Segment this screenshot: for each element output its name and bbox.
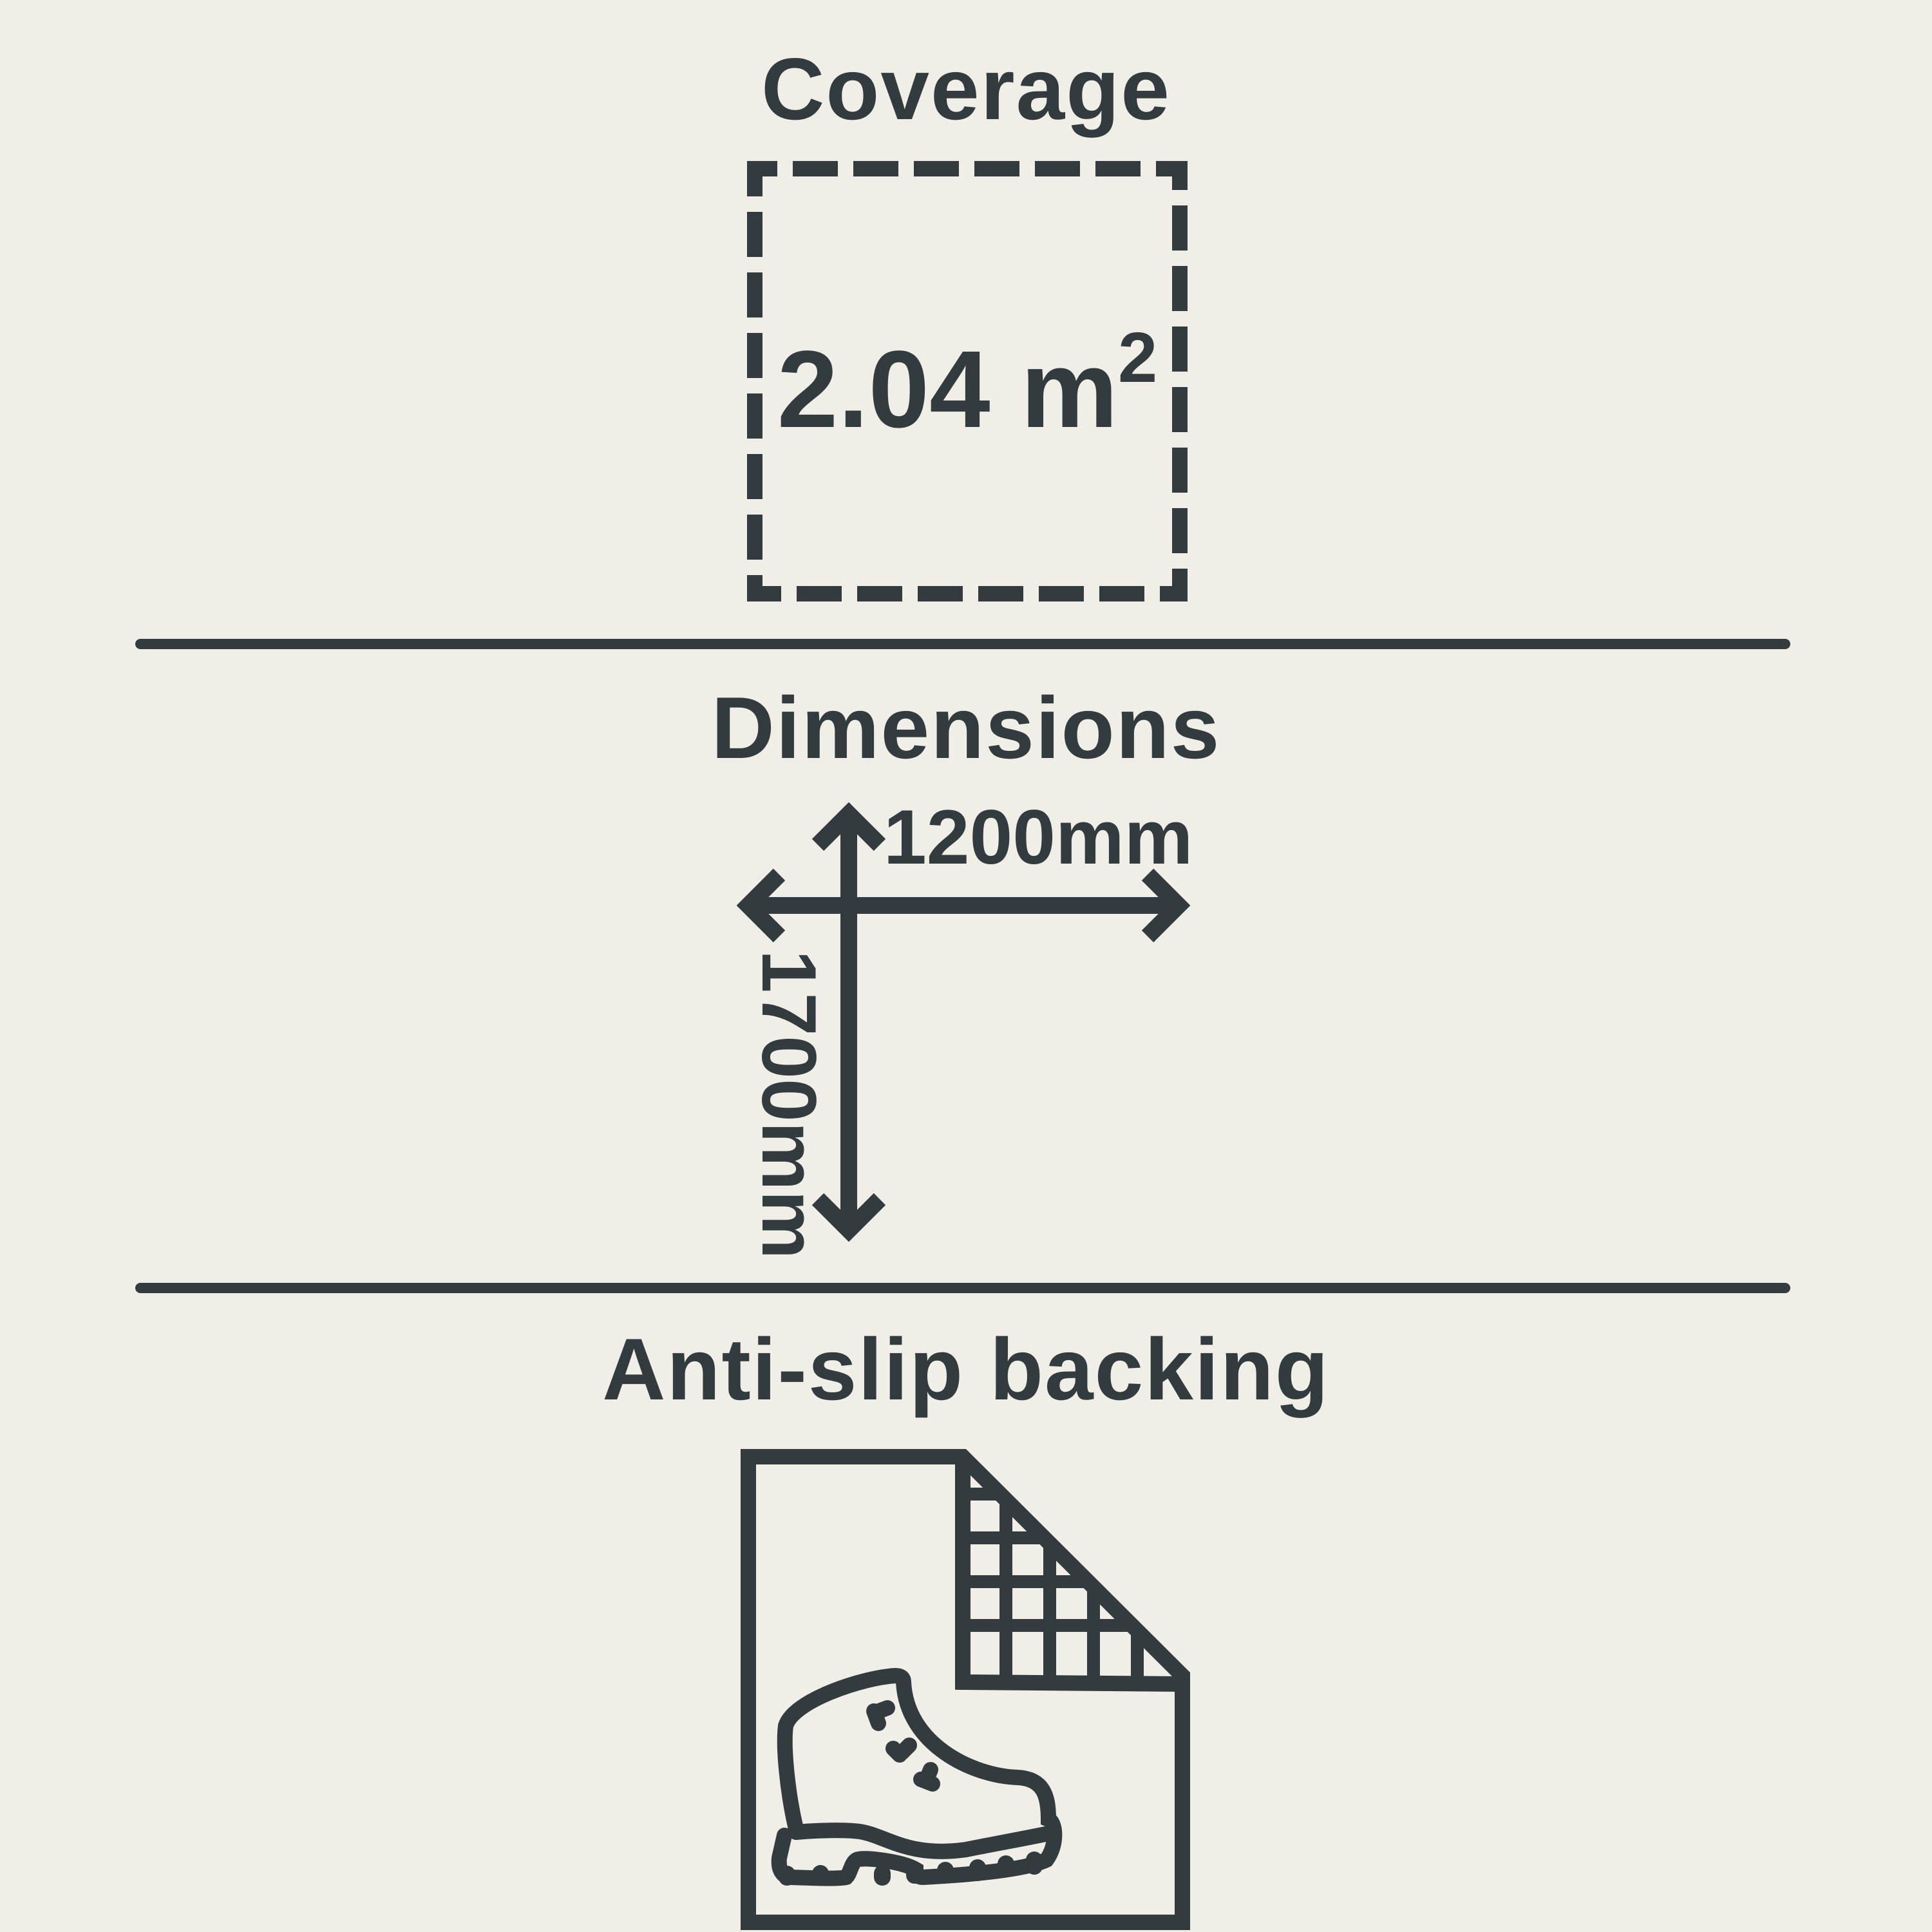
dimension-width-label: 1200mm [884,794,1193,880]
dimensions-heading: Dimensions [711,679,1221,777]
section-divider-bottom [135,1283,1790,1293]
section-divider-top [135,639,1790,649]
dimension-height-label: 1700mm [746,949,832,1260]
anti-slip-heading: Anti-slip backing [602,1320,1330,1418]
dimension-arrows-icon [736,802,1191,1242]
coverage-value: 2.04 m2 [747,323,1188,445]
anti-slip-mat-with-shoe-icon [741,1449,1190,1930]
coverage-exponent: 2 [1118,318,1158,397]
coverage-amount: 2.04 m [777,328,1119,451]
coverage-heading: Coverage [761,40,1171,138]
